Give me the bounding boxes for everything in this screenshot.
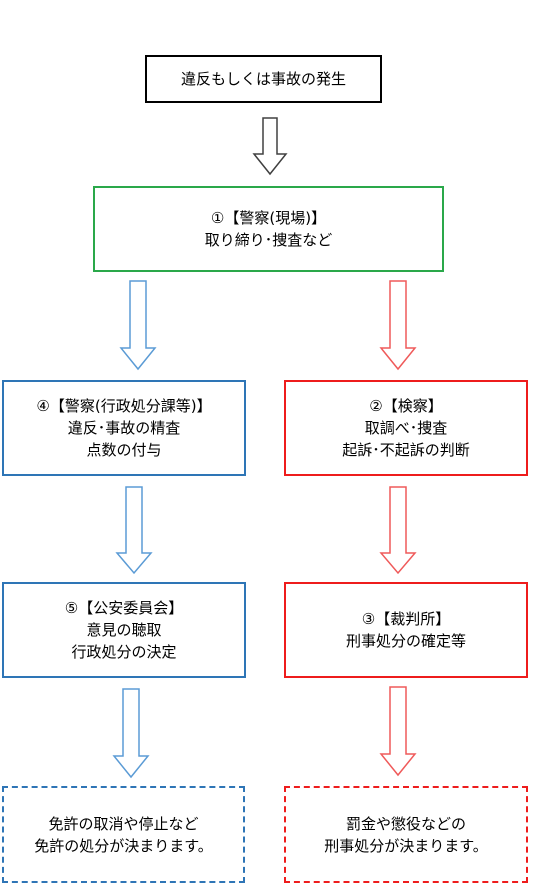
node-public-safety-commission: ⑤【公安委員会】 意見の聴取 行政処分の決定	[2, 582, 246, 678]
node-description: 取調べ･捜査	[364, 419, 448, 437]
arrow-police-field-to-police-admin	[119, 280, 157, 371]
arrow-police-admin-to-commission	[115, 486, 153, 575]
node-description: 起訴･不起訴の判断	[342, 441, 470, 459]
node-description: 刑事処分の確定等	[345, 632, 466, 650]
arrow-prosecutor-to-court	[379, 486, 417, 575]
result-license-disposition: 免許の取消や停止など 免許の処分が決まります。	[2, 786, 245, 883]
node-description: 点数の付与	[86, 441, 162, 459]
node-title: ⑤【公安委員会】	[64, 599, 184, 617]
node-police-administrative: ④【警察(行政処分課等)】 違反･事故の精査 点数の付与	[2, 380, 246, 476]
node-title: ③【裁判所】	[361, 610, 451, 628]
node-title: ④【警察(行政処分課等)】	[36, 397, 212, 415]
node-prosecutor: ②【検察】 取調べ･捜査 起訴･不起訴の判断	[284, 380, 528, 476]
arrow-start-to-police-field	[252, 117, 288, 176]
node-description: 意見の聴取	[86, 621, 162, 639]
node-description: 違反･事故の精査	[67, 419, 181, 437]
node-label: 違反もしくは事故の発生	[180, 70, 346, 88]
node-incident-occurrence: 違反もしくは事故の発生	[145, 55, 382, 103]
node-description: 行政処分の決定	[71, 643, 177, 661]
node-title: ②【検察】	[369, 397, 443, 415]
arrow-court-to-result	[379, 686, 417, 777]
node-description: 取り締り･捜査など	[204, 231, 333, 249]
node-police-field: ①【警察(現場)】 取り締り･捜査など	[93, 186, 444, 272]
node-title: ①【警察(現場)】	[210, 209, 327, 227]
arrow-police-field-to-prosecutor	[379, 280, 417, 371]
result-text: 刑事処分が決まります。	[324, 836, 488, 855]
result-text: 罰金や懲役などの	[345, 814, 466, 833]
arrow-commission-to-result	[112, 688, 150, 779]
result-text: 免許の処分が決まります。	[34, 836, 213, 855]
node-court: ③【裁判所】 刑事処分の確定等	[284, 582, 528, 678]
result-text: 免許の取消や停止など	[48, 814, 199, 833]
result-criminal-disposition: 罰金や懲役などの 刑事処分が決まります。	[284, 786, 528, 883]
